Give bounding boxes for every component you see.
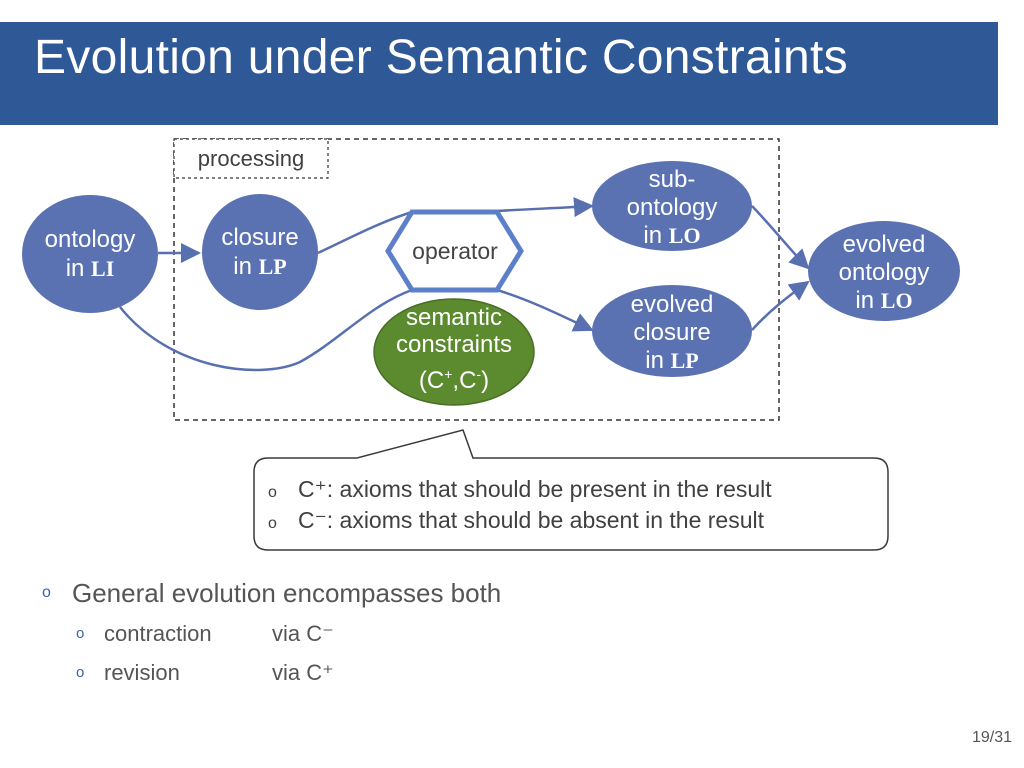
node-sub-ontology-lo [592, 161, 752, 251]
arrow-subontology-to-evolved-ontology [751, 205, 810, 270]
node-evolved-ontology-line1: evolved [843, 231, 926, 258]
node-subontology-prefix: in [643, 222, 668, 249]
node-ontology-li-line1: ontology [45, 226, 136, 253]
node-subontology-line2: ontology [627, 194, 718, 221]
bullet-sub-via: via C⁺ [272, 660, 334, 685]
svg-text:(C+,C-): (C+,C-) [419, 366, 489, 394]
callout-text-2: C⁻: axioms that should be absent in the … [298, 507, 765, 533]
node-semantic-sup-plus: + [444, 366, 452, 382]
edge-ontology-to-operator [119, 288, 413, 372]
bullet-sub-revision: o revision via C⁺ [76, 660, 334, 686]
callout-bullet-1: o [268, 484, 277, 501]
svg-text:in LP: in LP [645, 347, 698, 374]
bullet-sub-contraction: o contraction via C⁻ [76, 621, 334, 647]
title-bar [0, 22, 998, 125]
node-operator-label: operator [412, 238, 498, 264]
bullet-marker: o [76, 663, 85, 681]
svg-text:in LO: in LO [855, 287, 912, 314]
node-ontology-li-prefix: in [66, 255, 91, 282]
arrow-operator-to-evolved-closure [496, 288, 594, 332]
node-evolved-closure-lang: LP [671, 348, 699, 373]
bullet-marker: o [76, 624, 85, 642]
edge-closure-to-operator [317, 210, 413, 255]
node-semantic-c-plus-prefix: (C [419, 367, 444, 394]
node-semantic-suffix: ) [481, 367, 489, 394]
node-evolved-closure-line2: closure [633, 319, 710, 346]
arrow-operator-to-subontology [496, 197, 594, 218]
callout-text-1: C⁺: axioms that should be present in the… [298, 476, 772, 502]
node-semantic-line2: constraints [396, 331, 512, 358]
arrow-evolved-closure-to-evolved-ontology [751, 280, 810, 331]
node-evolved-ontology-line2: ontology [839, 259, 930, 286]
node-evolved-closure-prefix: in [645, 347, 670, 374]
bullet-sub-label: revision [104, 660, 180, 685]
slide-title: Evolution under Semantic Constraints [34, 31, 848, 84]
node-closure-lp-lang: LP [259, 254, 287, 279]
node-evolved-closure-line1: evolved [631, 291, 714, 318]
node-subontology-lang: LO [669, 223, 701, 248]
node-evolved-closure-lp [592, 285, 752, 377]
node-semantic-c-minus-prefix: ,C [452, 367, 476, 394]
node-operator [385, 209, 524, 293]
node-semantic-line1: semantic [406, 304, 502, 331]
page-number: 19/31 [971, 729, 1012, 746]
node-evolved-ontology-lang: LO [881, 288, 913, 313]
node-ontology-li-lang: LI [91, 256, 114, 281]
node-semantic-constraints [373, 298, 535, 406]
svg-text:oC⁺: axioms that should be pre: o C⁺: axioms that should be present in th… [268, 476, 772, 502]
node-closure-lp-line1: closure [221, 224, 298, 251]
node-semantic-sup-minus: - [476, 366, 481, 382]
bullet-sub-via: via C⁻ [272, 621, 334, 646]
processing-label-box [173, 138, 329, 179]
svg-text:in LO: in LO [643, 222, 700, 249]
processing-region [173, 138, 780, 421]
node-evolved-ontology-lo [808, 221, 960, 321]
node-subontology-line1: sub- [649, 166, 696, 193]
svg-text:in LP: in LP [233, 253, 286, 280]
node-evolved-ontology-prefix: in [855, 287, 880, 314]
processing-label: processing [198, 146, 304, 171]
bullet-sub-label: contraction [104, 621, 212, 646]
callout-box [253, 429, 889, 551]
svg-text:in LI: in LI [66, 255, 115, 282]
node-ontology-li [22, 195, 158, 313]
bullet-main: o General evolution encompasses both [42, 578, 501, 609]
svg-text:oC⁻: axioms that should be abs: o C⁻: axioms that should be absent in the… [268, 507, 765, 533]
node-closure-lp [202, 194, 318, 310]
bullet-marker: o [42, 584, 51, 602]
node-closure-lp-prefix: in [233, 253, 258, 280]
callout-bullet-2: o [268, 515, 277, 532]
bullet-main-text: General evolution encompasses both [72, 578, 502, 608]
